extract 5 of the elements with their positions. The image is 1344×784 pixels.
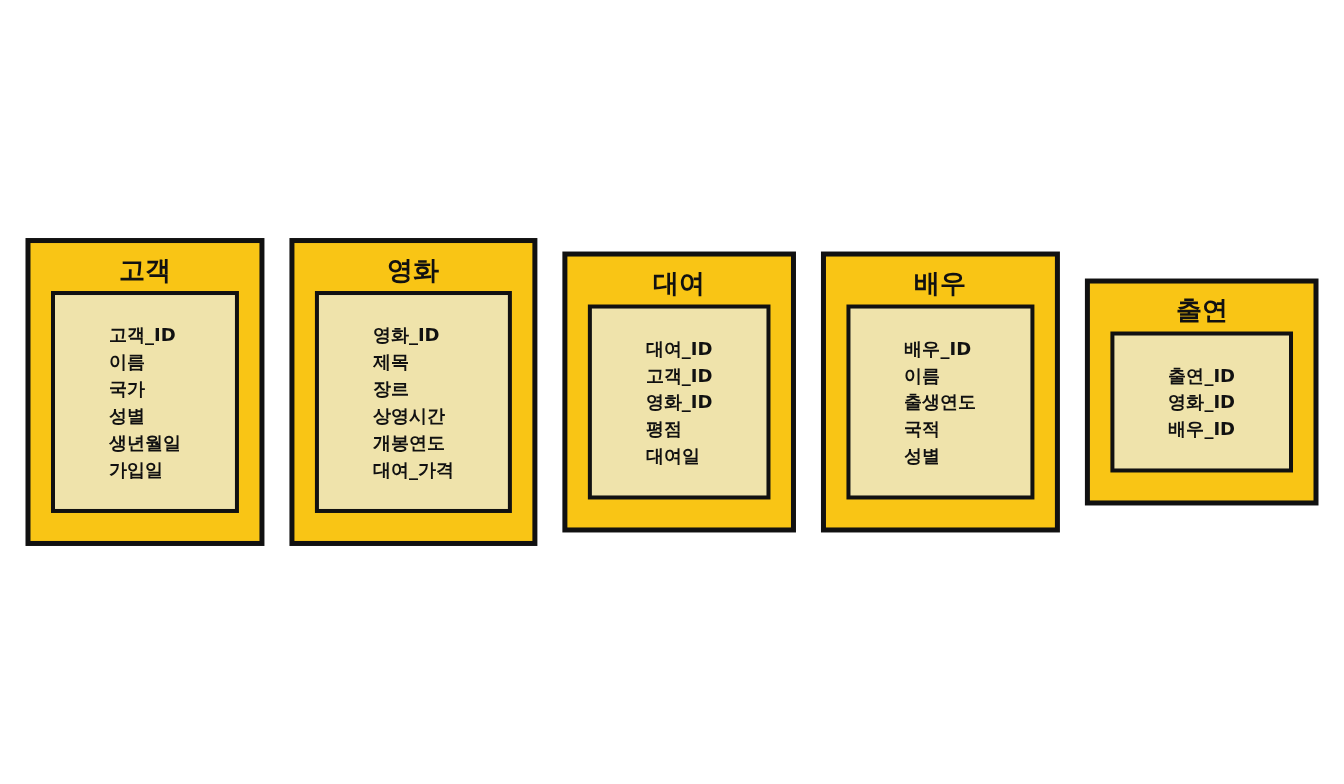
node-box: 배우_ID 이름 출생연도 국적 성별 <box>846 304 1035 500</box>
node-box: 대여_ID 고객_ID 영화_ID 평점 대여일 <box>587 304 771 500</box>
node-box: 고객_ID 이름 국가 성별 생년월일 가입일 <box>51 291 239 513</box>
node-box: 출연_ID 영화_ID 배우_ID <box>1110 331 1293 473</box>
node-box: 영화_ID 제목 장르 상영시간 개봉연도 대여_가격 <box>314 291 512 513</box>
